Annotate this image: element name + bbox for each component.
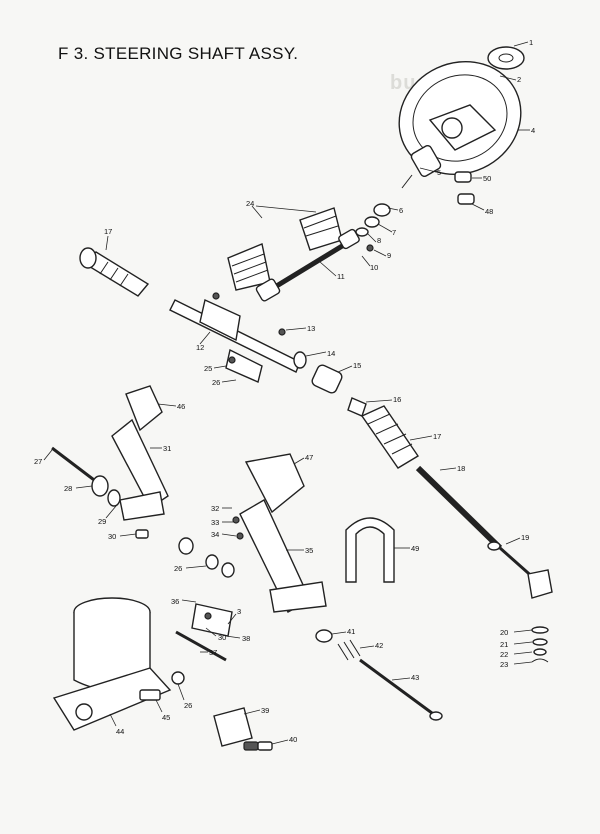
callout-6: 6 — [399, 206, 403, 215]
callout-26-upper: 26 — [212, 378, 220, 387]
callout-10: 10 — [370, 263, 378, 272]
callout-47: 47 — [305, 453, 313, 462]
callout-31: 31 — [163, 444, 171, 453]
callout-1: 1 — [529, 38, 533, 47]
callout-36: 36 — [171, 597, 179, 606]
callout-15: 15 — [353, 361, 361, 370]
boot-lower — [360, 405, 419, 469]
callout-42: 42 — [375, 641, 383, 650]
callout-14: 14 — [327, 349, 335, 358]
steering-rack — [169, 292, 301, 383]
callout-23: 23 — [500, 660, 508, 669]
callout-44: 44 — [116, 727, 124, 736]
callout-30-lower: 30 — [218, 633, 226, 642]
callout-32: 32 — [211, 504, 219, 513]
callout-43: 43 — [411, 673, 419, 682]
pedal-right — [232, 453, 327, 613]
callout-50: 50 — [483, 174, 491, 183]
callout-29: 29 — [98, 517, 106, 526]
callout-28: 28 — [64, 484, 72, 493]
callout-19: 19 — [521, 533, 529, 542]
callout-41: 41 — [347, 627, 355, 636]
master-cylinder — [52, 597, 185, 731]
callout-labels: 1 2 3 4 5 6 7 8 9 10 11 12 13 14 15 16 1… — [34, 38, 535, 745]
callout-37: 37 — [209, 648, 217, 657]
callout-33: 33 — [211, 518, 219, 527]
u-bracket — [345, 517, 395, 583]
callout-4: 4 — [531, 126, 535, 135]
callout-20: 20 — [500, 628, 508, 637]
valve-block — [213, 707, 273, 751]
tie-rod — [415, 465, 553, 663]
callout-3: 3 — [237, 607, 241, 616]
callout-8: 8 — [377, 236, 381, 245]
callout-30: 30 — [108, 532, 116, 541]
callout-48: 48 — [485, 207, 493, 216]
callout-40: 40 — [289, 735, 297, 744]
callout-34: 34 — [211, 530, 219, 539]
column-hardware — [355, 145, 475, 252]
rack-end-parts — [293, 351, 367, 417]
callout-35: 35 — [305, 546, 313, 555]
callout-13: 13 — [307, 324, 315, 333]
pedal-left — [111, 385, 169, 521]
page-title: F 3. STEERING SHAFT ASSY. — [58, 44, 299, 63]
callout-5: 5 — [437, 168, 441, 177]
callout-45: 45 — [162, 713, 170, 722]
callout-7: 7 — [392, 228, 396, 237]
callout-49: 49 — [411, 544, 419, 553]
callout-11: 11 — [337, 272, 345, 281]
callout-46: 46 — [177, 402, 185, 411]
callout-26-lower: 26 — [174, 564, 182, 573]
callout-9: 9 — [387, 251, 391, 260]
callout-16: 16 — [393, 395, 401, 404]
callout-12: 12 — [196, 343, 204, 352]
callout-25: 25 — [204, 364, 212, 373]
bracket-assembly — [175, 603, 233, 662]
steering-shaft — [255, 228, 360, 302]
pedal-shaft-bushings — [178, 537, 235, 578]
callout-38: 38 — [242, 634, 250, 643]
pushrod — [315, 629, 443, 721]
boot-upper — [79, 247, 150, 297]
callout-17-lower: 17 — [433, 432, 441, 441]
pedal-left-hardware — [51, 446, 149, 539]
callout-18: 18 — [457, 464, 465, 473]
callout-21: 21 — [500, 640, 508, 649]
rubber-boots — [227, 207, 343, 291]
callout-39: 39 — [261, 706, 269, 715]
callout-24: 24 — [246, 199, 254, 208]
callout-26-bottom: 26 — [184, 701, 192, 710]
callout-17-upper: 17 — [104, 227, 112, 236]
callout-22: 22 — [500, 650, 508, 659]
callout-27: 27 — [34, 457, 42, 466]
callout-2: 2 — [517, 75, 521, 84]
